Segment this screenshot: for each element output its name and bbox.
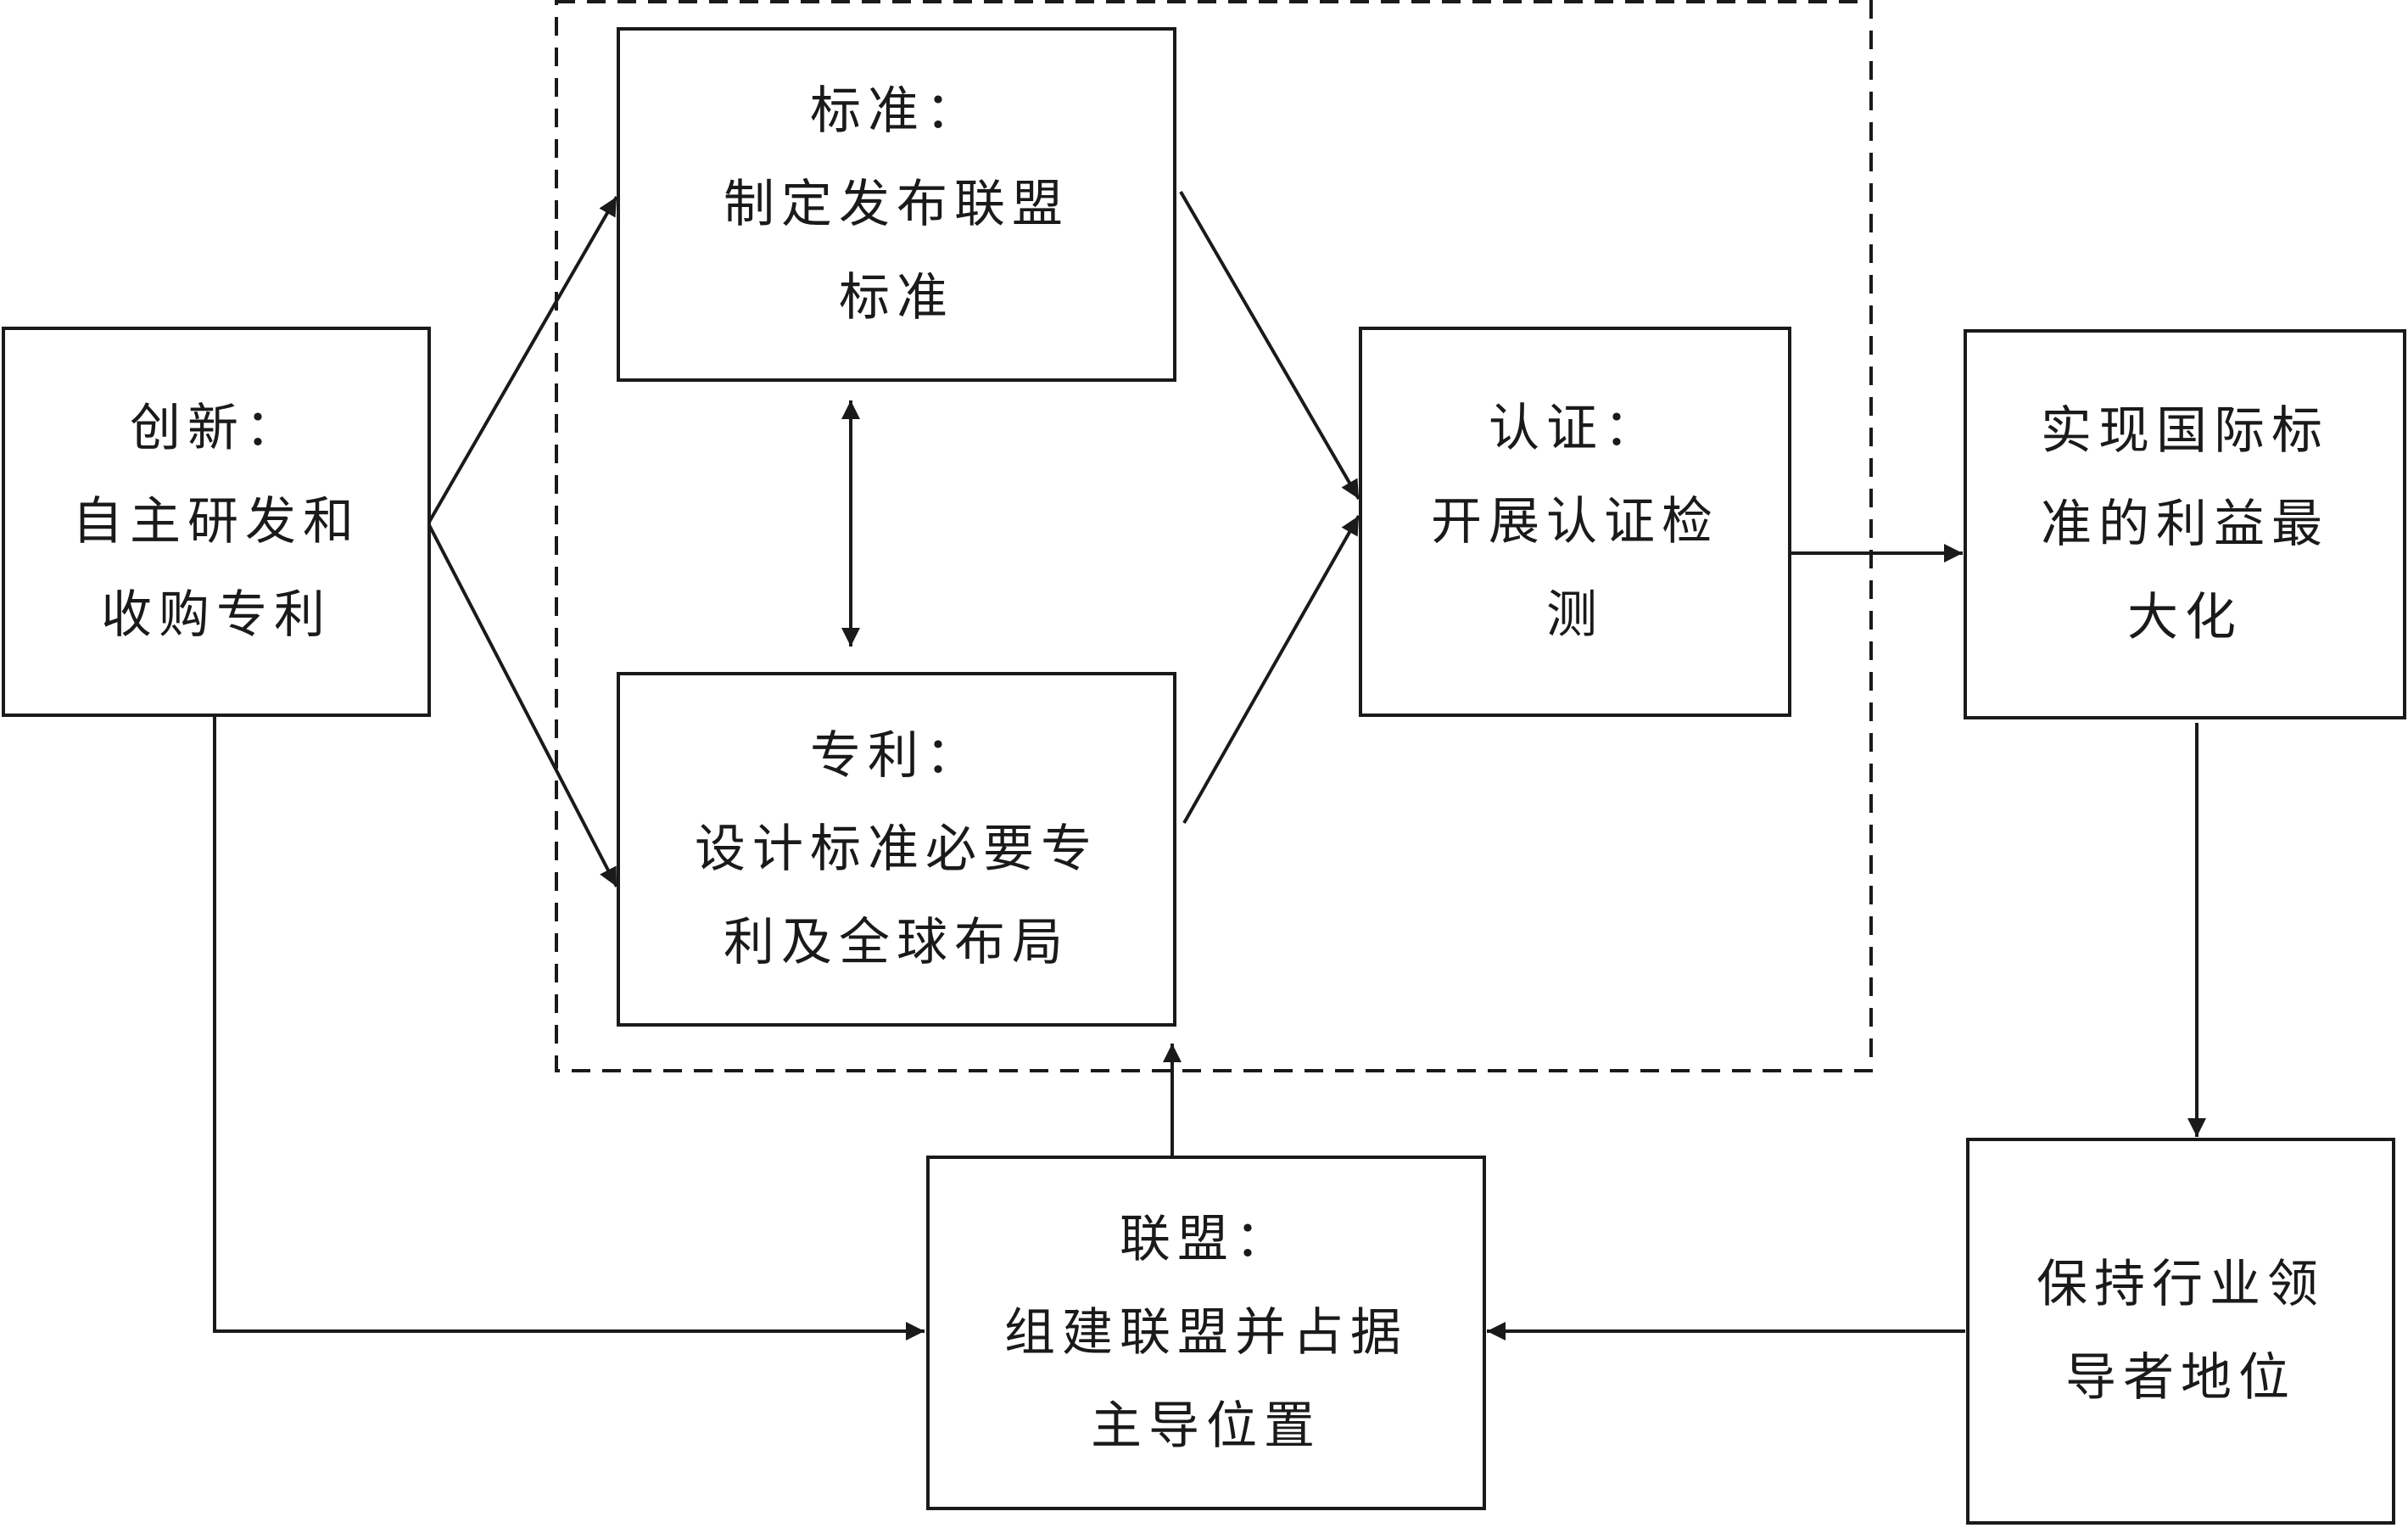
standard-box: 标准： 制定发布联盟 标准: [617, 27, 1176, 382]
arrow-patent-to-certification: [1182, 515, 1360, 824]
patent-line-2: 利及全球布局: [724, 913, 1070, 972]
innovation-box: 创新： 自主研发和 收购专利: [2, 327, 431, 717]
maximize-line-0: 实现国际标: [2041, 401, 2329, 461]
standard-line-2: 标准: [839, 268, 954, 327]
innovation-line-1: 自主研发和: [72, 492, 360, 551]
leadership-box: 保持行业领 导者地位: [1966, 1138, 2395, 1525]
patent-title: 专利：: [810, 726, 983, 786]
patent-line-1: 设计标准必要专: [695, 820, 1098, 879]
innovation-title: 创新：: [130, 399, 303, 458]
leadership-line-1: 导者地位: [2065, 1348, 2296, 1408]
maximize-line-1: 准的利益最: [2041, 495, 2329, 554]
certification-title: 认证：: [1489, 399, 1662, 458]
standard-title: 标准：: [810, 81, 983, 141]
alliance-title: 联盟：: [1120, 1210, 1293, 1269]
alliance-line-2: 主导位置: [1091, 1396, 1321, 1456]
arrow-standard-to-certification: [1179, 190, 1360, 501]
certification-box: 认证： 开展认证检 测: [1359, 327, 1791, 717]
maximize-line-2: 大化: [2127, 588, 2243, 647]
alliance-box: 联盟： 组建联盟并占据 主导位置: [926, 1156, 1486, 1510]
alliance-line-1: 组建联盟并占据: [1004, 1303, 1408, 1363]
arrow-innovation-to-alliance: [213, 717, 925, 1340]
standard-line-1: 制定发布联盟: [724, 175, 1070, 234]
patent-box: 专利： 设计标准必要专 利及全球布局: [617, 672, 1176, 1027]
dashed-group-frame: [555, 0, 1873, 1072]
leadership-line-0: 保持行业领: [2036, 1255, 2325, 1314]
certification-line-2: 测: [1546, 585, 1604, 645]
maximize-box: 实现国际标 准的利益最 大化: [1964, 329, 2406, 719]
certification-line-1: 开展认证检: [1431, 492, 1719, 551]
arrow-innovation-to-standard: [427, 196, 618, 524]
innovation-line-2: 收购专利: [101, 585, 332, 645]
arrow-innovation-to-patent: [427, 523, 618, 887]
